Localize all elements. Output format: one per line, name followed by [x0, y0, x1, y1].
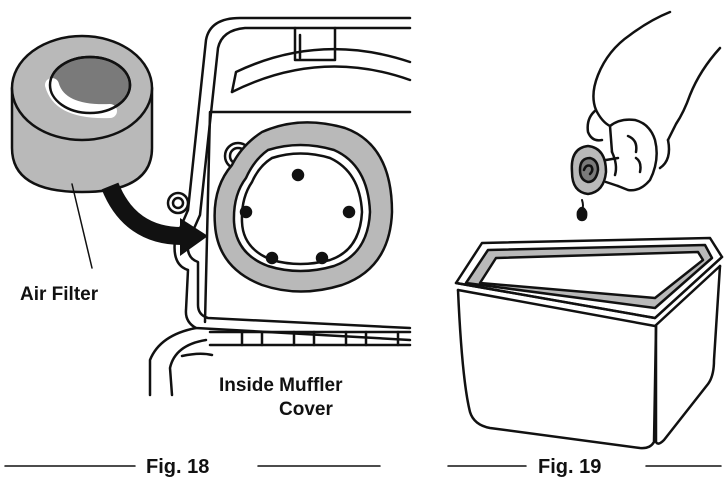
air-filter-leader-line [71, 183, 93, 269]
fig18-caption: Fig. 18 [146, 456, 209, 478]
air-filter-ring [10, 34, 154, 194]
hand-squeezing-filter [586, 10, 722, 192]
inside-muffler-label: Inside Muffler [219, 375, 343, 396]
cover-label: Cover [279, 399, 333, 420]
fig19-caption: Fig. 19 [538, 456, 601, 478]
air-filter-label: Air Filter [20, 284, 99, 305]
figure-18 [4, 16, 412, 467]
oil-container [454, 236, 724, 450]
muffler-cover-housing [148, 16, 412, 397]
figure-19 [447, 10, 724, 467]
seat-hole [315, 251, 329, 265]
seat-hole [239, 205, 253, 219]
filter-seat [213, 121, 394, 293]
install-arrow [101, 182, 208, 256]
seat-hole [291, 168, 305, 182]
seat-hole [342, 205, 356, 219]
squeezed-filter [570, 144, 620, 196]
seat-hole [265, 251, 279, 265]
oil-drips [576, 199, 588, 222]
